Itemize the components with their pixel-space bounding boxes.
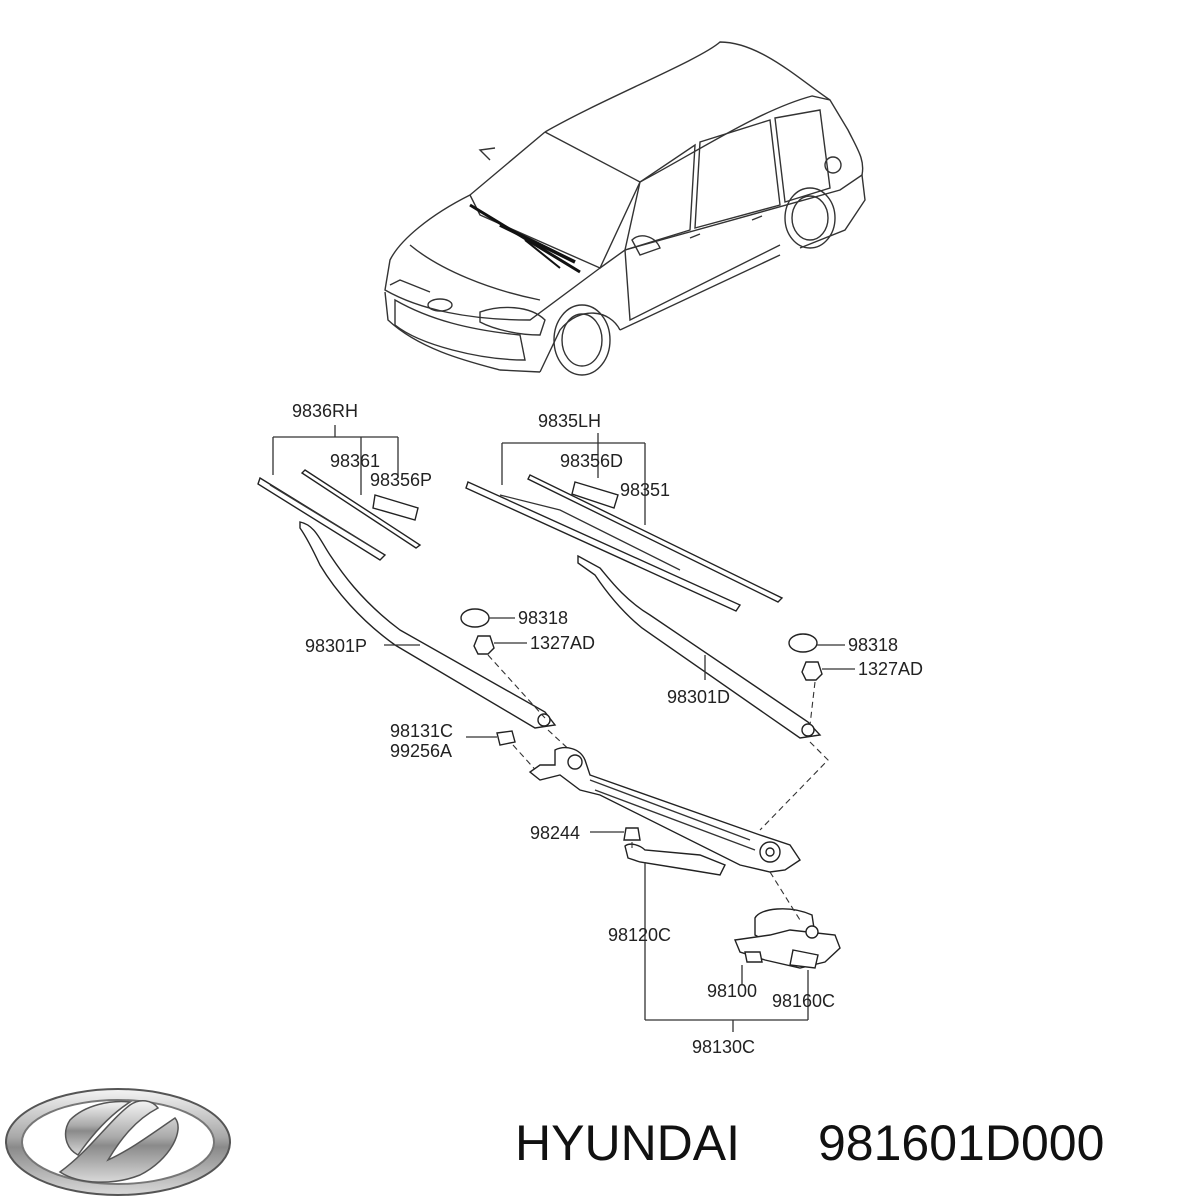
label-98301d: 98301D <box>667 687 730 707</box>
brand-text: HYUNDAI <box>515 1115 740 1171</box>
part-labels: 9836RH 98361 98356P 9835LH 98356D 98351 … <box>292 401 923 1057</box>
cap-nut-left <box>460 608 546 719</box>
label-98131c: 98131C <box>390 721 453 741</box>
label-98356d: 98356D <box>560 451 623 471</box>
label-98318-right: 98318 <box>848 635 898 655</box>
linkage-assembly <box>466 729 829 876</box>
label-98244: 98244 <box>530 823 580 843</box>
part-number-text: 981601D000 <box>818 1115 1104 1171</box>
label-99256a: 99256A <box>390 741 452 761</box>
label-9836rh: 9836RH <box>292 401 358 421</box>
label-98318-left: 98318 <box>518 608 568 628</box>
wiper-arm-rh <box>299 521 557 729</box>
hyundai-logo <box>5 1088 231 1196</box>
label-1327ad-left: 1327AD <box>530 633 595 653</box>
label-98100: 98100 <box>707 981 757 1001</box>
label-98160c: 98160C <box>772 991 835 1011</box>
label-98130c: 98130C <box>692 1037 755 1057</box>
wiper-motor <box>734 871 841 969</box>
car-illustration <box>384 41 866 376</box>
label-98301p: 98301P <box>305 636 367 656</box>
cap-nut-right <box>788 633 855 726</box>
label-98361: 98361 <box>330 451 380 471</box>
lh-blade-group <box>465 433 784 612</box>
label-98120c: 98120C <box>608 925 671 945</box>
label-98351: 98351 <box>620 480 670 500</box>
label-98356p: 98356P <box>370 470 432 490</box>
wiper-arm-lh <box>577 554 822 739</box>
label-1327ad-right: 1327AD <box>858 659 923 679</box>
rh-blade-group <box>257 425 422 561</box>
label-9835lh: 9835LH <box>538 411 601 431</box>
